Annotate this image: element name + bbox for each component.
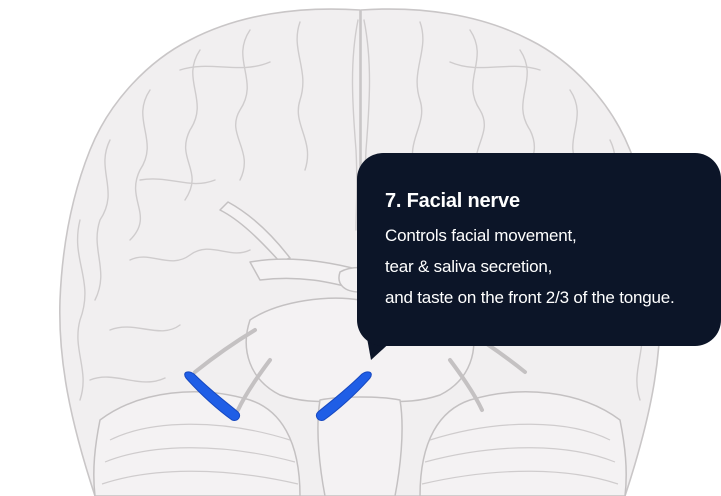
medulla	[317, 396, 403, 496]
cerebellar-folia	[101, 423, 619, 485]
cerebellum-left	[93, 391, 301, 496]
facial-nerve-left	[184, 371, 241, 421]
olfactory-tract-left	[219, 201, 291, 263]
callout-line-2: tear & saliva secretion,	[385, 257, 553, 276]
cerebellum-right	[419, 391, 627, 496]
nerve-info-callout: 7. Facial nerve Controls facial movement…	[357, 153, 721, 346]
callout-title: 7. Facial nerve	[385, 190, 520, 212]
cranial-nerve-stubs	[193, 328, 527, 412]
facial-nerve-right	[315, 371, 372, 421]
facial-nerve-highlight	[184, 371, 372, 421]
callout-line-1: Controls facial movement,	[385, 226, 577, 245]
callout-line-3: and taste on the front 2/3 of the tongue…	[385, 288, 675, 307]
